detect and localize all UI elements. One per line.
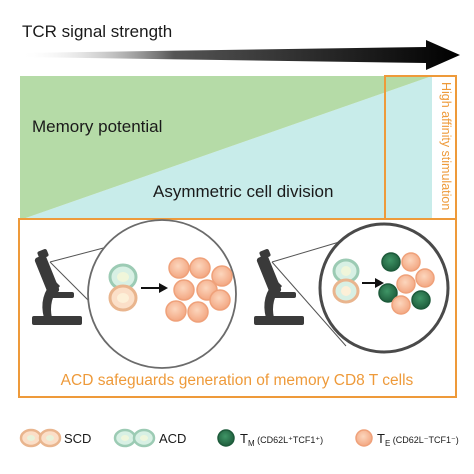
arrow-head <box>159 283 168 293</box>
conclusion-text: ACD safeguards generation of memory CD8 … <box>61 372 414 389</box>
memory-t-cell-icon <box>378 283 398 303</box>
effector-t-cell-icon <box>168 257 190 279</box>
arrow-head <box>375 278 384 288</box>
memory-region <box>20 76 432 220</box>
effector-t-cell-icon <box>401 252 421 272</box>
tcr-signal-label: TCR signal strength <box>22 22 172 41</box>
zoom-line <box>271 239 347 263</box>
memory-t-cell-icon <box>217 429 235 447</box>
effector-t-cell-icon <box>391 295 411 315</box>
signal-arrow <box>20 40 460 70</box>
high-affinity-label: High affinity stimulation <box>439 82 453 210</box>
microscope-icon <box>254 249 304 325</box>
acd-label: Asymmetric cell division <box>153 182 333 201</box>
legend-label-acd: ACD <box>159 431 186 446</box>
effector-t-cell-icon <box>187 301 209 323</box>
legend-item-te: TE (CD62L⁻TCF1⁻) <box>355 429 459 448</box>
effector-t-cell-icon <box>415 268 435 288</box>
microscope-field-left <box>87 219 237 369</box>
legend-label-scd: SCD <box>64 431 91 446</box>
legend-item-acd: ACD <box>113 428 186 448</box>
asymmetric-dividing-cell-icon <box>108 263 138 312</box>
memory-t-cell-icon <box>411 290 431 310</box>
legend-item-tm: TM (CD62L⁺TCF1⁺) <box>217 429 323 448</box>
legend-label-te: TE (CD62L⁻TCF1⁻) <box>377 431 459 448</box>
effector-t-cell-icon <box>355 429 373 447</box>
legend-item-scd: SCD <box>19 428 91 448</box>
asymmetric-dividing-cell-icon <box>113 428 156 448</box>
effector-cells-left <box>165 257 233 323</box>
gradient-panel: Memory potential Asymmetric cell divisio… <box>20 76 432 220</box>
effector-t-cell-icon <box>211 265 233 287</box>
symmetric-dividing-cell-icon <box>19 428 62 448</box>
legend-label-tm: TM (CD62L⁺TCF1⁺) <box>240 431 323 448</box>
mixed-cells-right <box>378 252 435 315</box>
conclusion-box <box>18 218 457 398</box>
asymmetric-dividing-cell-icon <box>332 258 360 304</box>
effector-t-cell-icon <box>165 300 187 322</box>
effector-t-cell-icon <box>173 279 195 301</box>
effector-t-cell-icon <box>189 257 211 279</box>
microscope-icon <box>32 249 82 325</box>
zoom-line <box>271 261 347 347</box>
effector-t-cell-icon <box>209 289 231 311</box>
memory-potential-label: Memory potential <box>32 117 162 136</box>
legend: SCD ACD TM (CD62L⁺TCF1⁺) TE (CD62L⁻TCF1⁻… <box>19 428 459 448</box>
memory-t-cell-icon <box>381 252 401 272</box>
effector-t-cell-icon <box>396 274 416 294</box>
